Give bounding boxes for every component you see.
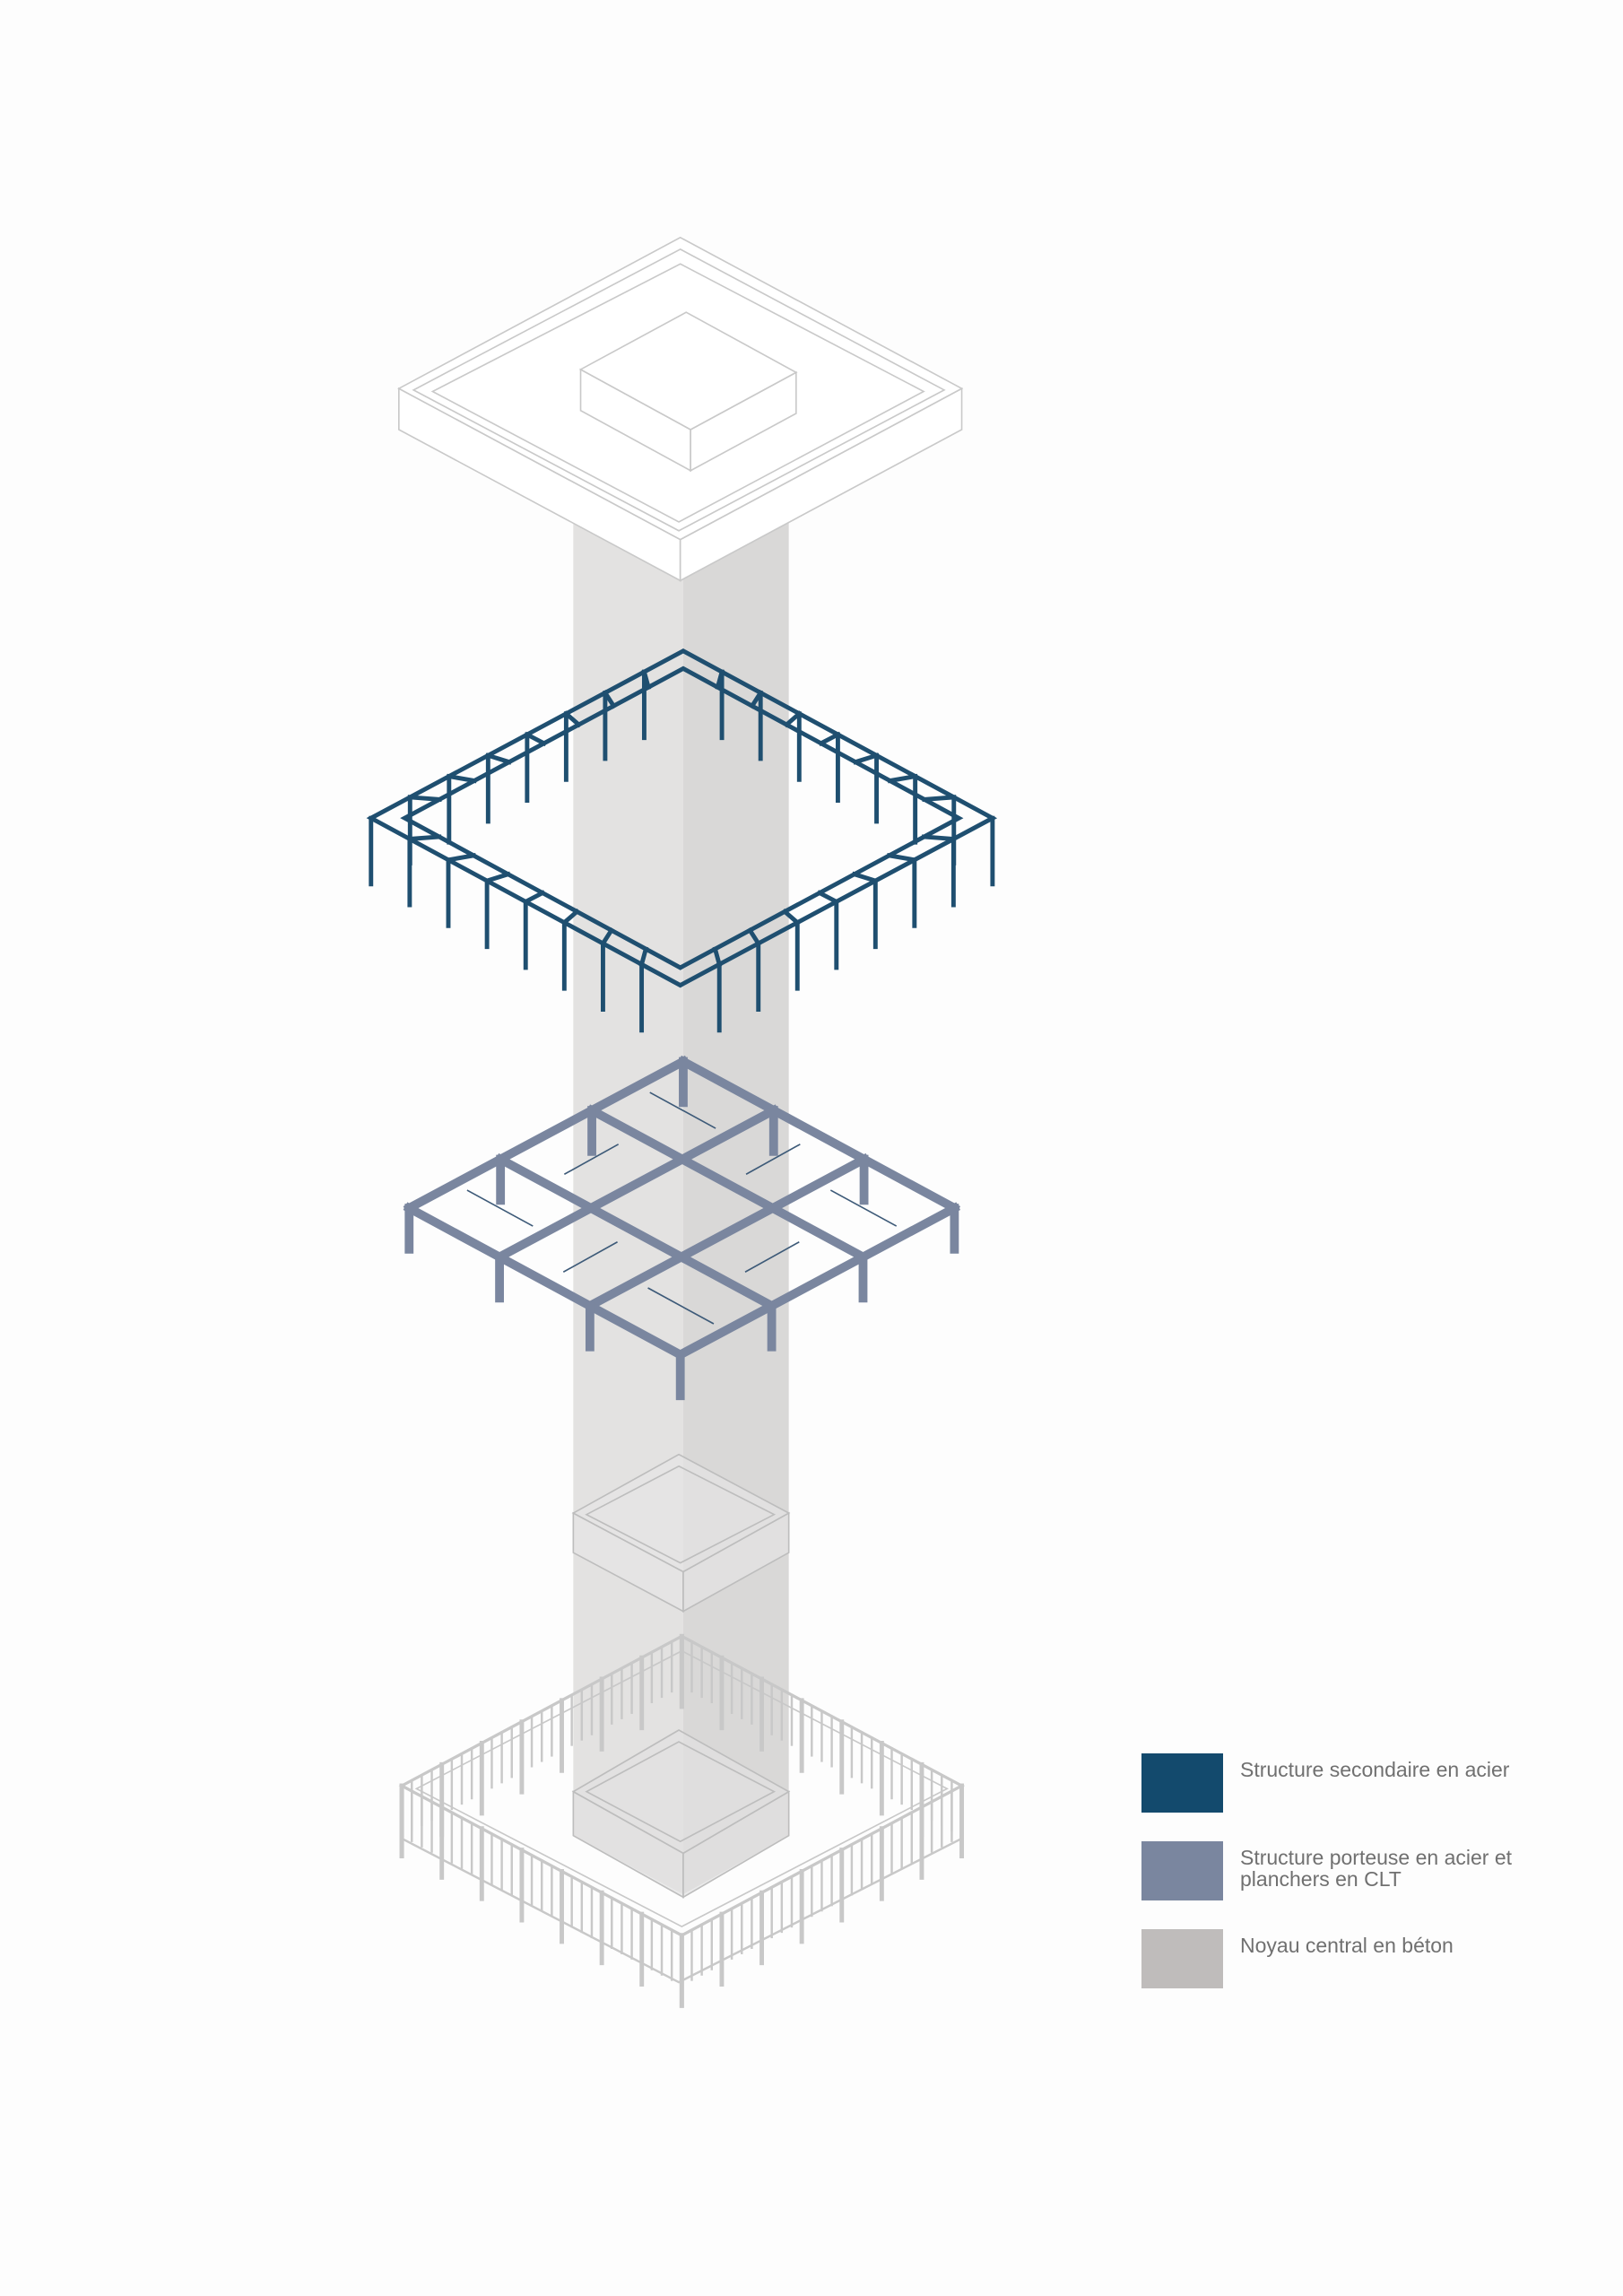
legend-label: Structure secondaire en acier (1240, 1758, 1510, 1781)
clt-span-arrow (562, 1241, 618, 1273)
primary-beam (494, 1152, 778, 1312)
roof-parapet-inner (412, 248, 946, 532)
secondary-cross-tie (524, 731, 547, 747)
secondary-cross-tie (887, 773, 918, 784)
clt-span-arrow (647, 1287, 715, 1325)
legend-swatch (1141, 1841, 1223, 1900)
secondary-cross-tie (446, 853, 477, 863)
clt-span-arrow (744, 1241, 800, 1273)
secondary-cross-tie (522, 890, 546, 905)
secondary-cross-tie (922, 795, 957, 802)
secondary-inner-beam (400, 665, 964, 970)
primary-beam (403, 1055, 690, 1214)
primary-beam (403, 1202, 687, 1361)
secondary-cross-tie (407, 834, 442, 842)
roof-edge-inner (430, 263, 925, 523)
primary-beam (586, 1104, 870, 1264)
primary-beam (677, 1055, 961, 1214)
core-ring-level (571, 1453, 791, 1613)
clt-span-arrow (829, 1189, 898, 1227)
secondary-cross-tie (446, 773, 477, 784)
foundation-core-inner (585, 1741, 777, 1843)
clt-span-arrow (649, 1091, 716, 1129)
secondary-cross-tie (886, 853, 917, 863)
secondary-cross-tie (407, 795, 442, 802)
primary-beam (493, 1104, 780, 1264)
secondary-cross-tie (921, 834, 956, 842)
secondary-cross-tie (638, 946, 649, 968)
secondary-cross-tie (485, 752, 512, 765)
secondary-cross-tie (852, 752, 880, 765)
roof-technical-box-top-face (578, 311, 798, 430)
legend-label: Noyau central en béton (1240, 1934, 1454, 1957)
primary-beam (584, 1152, 871, 1312)
secondary-cross-tie (818, 731, 841, 747)
primary-beam (674, 1202, 961, 1361)
secondary-cross-tie (851, 871, 879, 884)
core-ring-box-top-face (571, 1453, 791, 1573)
core-ring-inner (585, 1465, 777, 1564)
roof-level (397, 236, 964, 582)
secondary-steel-structure (366, 648, 998, 1033)
foundation-inner-edge (414, 1649, 949, 1927)
secondary-cross-tie (816, 890, 840, 905)
legend-swatch (1141, 1929, 1223, 1988)
secondary-cross-tie (484, 871, 511, 884)
legend-swatch (1141, 1753, 1223, 1813)
clt-span-arrow (563, 1144, 620, 1175)
clt-span-arrow (466, 1189, 534, 1227)
clt-span-arrow (745, 1144, 801, 1175)
foundation-base-line (401, 1837, 963, 1984)
foundation-core-box-top-face (571, 1729, 791, 1855)
secondary-outer-beam (366, 648, 998, 988)
secondary-cross-tie (712, 946, 723, 968)
foundation-level (398, 1633, 966, 2008)
legend-label: Structure porteuse en acier et planchers… (1240, 1846, 1512, 1891)
primary-steel-structure (403, 1055, 961, 1401)
